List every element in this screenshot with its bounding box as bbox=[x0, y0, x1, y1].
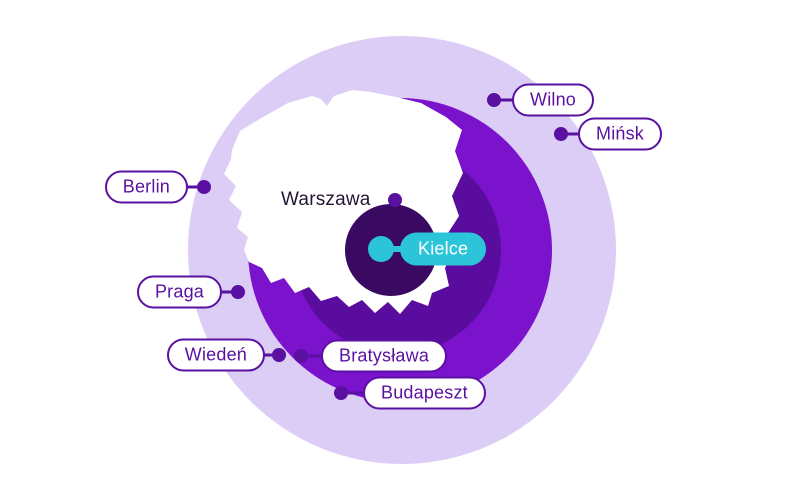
city-label-wilno[interactable]: Wilno bbox=[512, 83, 595, 117]
wieden-marker-dot[interactable] bbox=[272, 348, 286, 362]
praga-marker-dot[interactable] bbox=[231, 285, 245, 299]
budapeszt-marker-dot[interactable] bbox=[334, 386, 348, 400]
city-label-praga[interactable]: Praga bbox=[136, 275, 222, 309]
city-label-warszawa: Warszawa bbox=[281, 189, 371, 210]
city-label-bratyslawa[interactable]: Bratysława bbox=[321, 339, 448, 373]
city-label-minsk[interactable]: Mińsk bbox=[578, 117, 663, 151]
minsk-marker-dot[interactable] bbox=[554, 127, 568, 141]
wilno-marker-dot[interactable] bbox=[487, 93, 501, 107]
city-label-budapeszt[interactable]: Budapeszt bbox=[363, 376, 486, 410]
berlin-marker-dot[interactable] bbox=[197, 180, 211, 194]
warszawa-marker-dot[interactable] bbox=[388, 193, 402, 207]
bratyslawa-marker-dot[interactable] bbox=[294, 349, 308, 363]
city-label-berlin[interactable]: Berlin bbox=[104, 170, 188, 204]
city-label-kielce[interactable]: Kielce bbox=[400, 232, 487, 266]
city-label-wieden[interactable]: Wiedeń bbox=[166, 338, 265, 372]
kielce-marker-dot[interactable] bbox=[368, 236, 394, 262]
